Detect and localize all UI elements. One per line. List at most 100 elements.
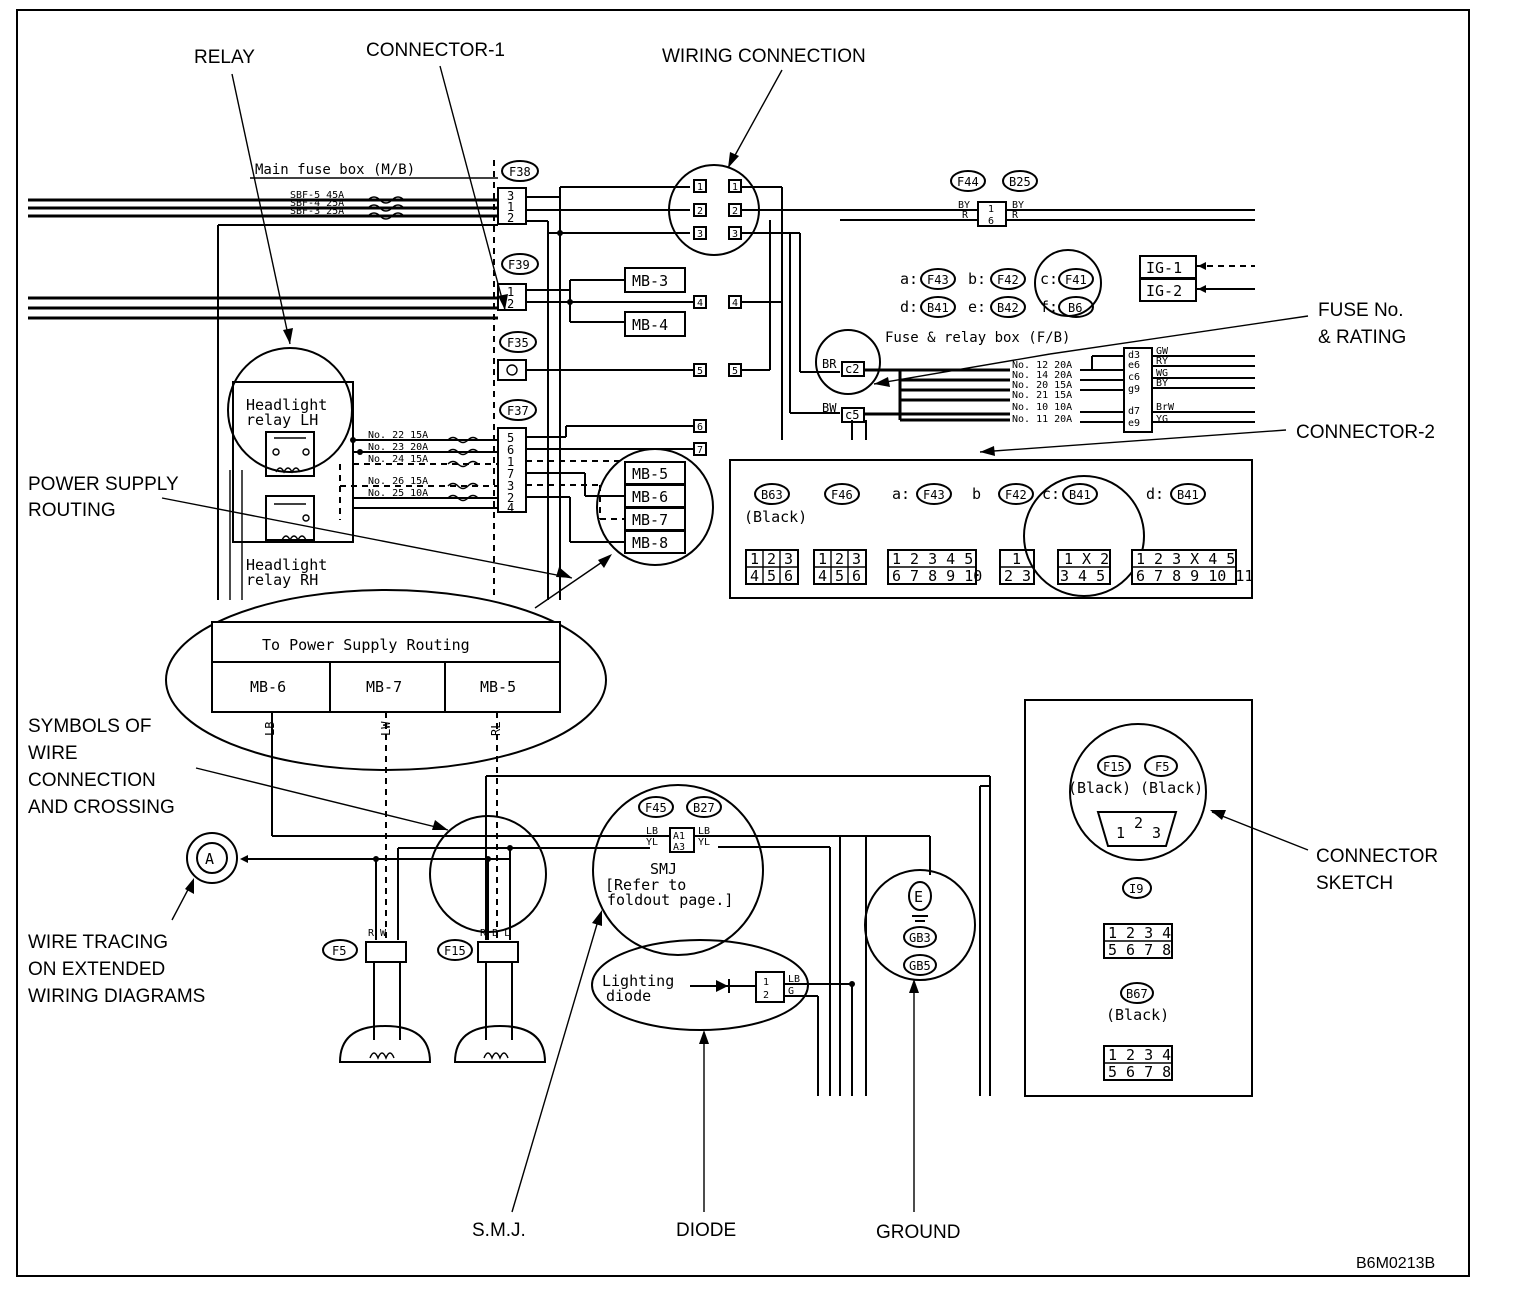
svg-text:d:: d:: [900, 298, 918, 316]
svg-text:1: 1: [763, 977, 769, 988]
svg-text:B41: B41: [1069, 488, 1091, 502]
smj-label: SMJ: [650, 860, 677, 878]
relay-lh-label-2: relay LH: [246, 411, 318, 429]
connector-sketch-f15-f5: F15 F5 (Black) (Black) 1 2 3: [1068, 755, 1203, 847]
connector-sketch-b41c: 1 X 2 3 4 5: [1057, 549, 1111, 585]
svg-text:No. 23 20A: No. 23 20A: [368, 442, 428, 453]
ground-symbol: E GB3 GB5: [903, 881, 937, 976]
svg-text:MB-7: MB-7: [366, 678, 402, 696]
svg-text:GB5: GB5: [909, 959, 931, 973]
connector-sketch-b41d: 1 2 3 X 4 5 6 7 8 9 10 11: [1131, 549, 1253, 585]
callout-wire-tracing-3: WIRING DIAGRAMS: [28, 986, 205, 1007]
svg-text:GW: GW: [1156, 346, 1169, 357]
svg-text:e6: e6: [1128, 360, 1140, 371]
callout-wiring-connection: WIRING CONNECTION: [662, 46, 866, 67]
svg-text:BY: BY: [1156, 378, 1168, 389]
mb-7-box: MB-7: [624, 507, 686, 531]
svg-text:No. 26 15A: No. 26 15A: [368, 476, 428, 487]
connector-f35: F35: [497, 331, 537, 381]
svg-text:2: 2: [732, 206, 738, 217]
svg-text:G: G: [788, 986, 794, 997]
svg-text:e:: e:: [968, 298, 986, 316]
svg-text:b:: b:: [968, 270, 986, 288]
svg-text:No. 25 10A: No. 25 10A: [368, 488, 428, 499]
svg-text:3: 3: [1152, 824, 1161, 842]
svg-text:3: 3: [507, 189, 514, 203]
svg-text:MB-4: MB-4: [632, 316, 668, 334]
svg-text:c:: c:: [1042, 485, 1060, 503]
svg-text:To Power Supply Routing: To Power Supply Routing: [262, 636, 470, 654]
callout-symbols-3: CONNECTION: [28, 770, 156, 791]
svg-text:R B L: R B L: [480, 928, 510, 939]
smj-note-1: [Refer to: [605, 876, 686, 894]
connector-sketch-panel: [1024, 699, 1253, 1097]
main-fuse-box-label: Main fuse box (M/B): [255, 162, 415, 178]
svg-text:d7: d7: [1128, 406, 1140, 417]
svg-text:No. 14 20A: No. 14 20A: [1012, 370, 1072, 381]
connector-strip: [729, 459, 1253, 599]
callout-routing: ROUTING: [28, 500, 116, 521]
svg-text:IG-2: IG-2: [1146, 282, 1182, 300]
svg-text:BrW: BrW: [1156, 402, 1175, 413]
svg-text:R W: R W: [368, 928, 387, 939]
svg-text:YL: YL: [646, 837, 658, 848]
svg-text:a:: a:: [900, 270, 918, 288]
wire-symbols-circle: [429, 815, 547, 933]
svg-text:MB-6: MB-6: [250, 678, 286, 696]
connector-f15-headlight: F15 R B L: [437, 928, 519, 963]
mb-8-box: MB-8: [624, 530, 686, 554]
fb-pin-labels: d3 e6 c6 g9 d7 e9: [1128, 350, 1140, 429]
svg-text:6 7 8 9 10 11: 6 7 8 9 10 11: [1136, 567, 1253, 585]
svg-text:5 6 7 8: 5 6 7 8: [1108, 941, 1171, 959]
svg-text:4: 4: [818, 567, 827, 585]
svg-text:c6: c6: [1128, 372, 1140, 383]
headlight-lh-bulb: [338, 1024, 432, 1063]
svg-text:7: 7: [697, 445, 703, 456]
callout-leaders: [161, 65, 1309, 1213]
svg-text:1: 1: [750, 550, 759, 568]
svg-text:LB: LB: [698, 826, 710, 837]
svg-text:BR: BR: [822, 357, 837, 371]
svg-text:LB: LB: [263, 722, 277, 736]
svg-text:2: 2: [507, 297, 514, 311]
figure-id: B6M0213B: [1356, 1255, 1435, 1272]
svg-text:MB-7: MB-7: [632, 511, 668, 529]
svg-text:BY: BY: [958, 200, 970, 211]
svg-text:MB-6: MB-6: [632, 488, 668, 506]
svg-text:B41: B41: [927, 301, 949, 315]
svg-text:(Black): (Black): [744, 508, 807, 526]
relay-rh-label-1: Headlight: [246, 556, 327, 574]
svg-text:e9: e9: [1128, 418, 1140, 429]
svg-text:3: 3: [784, 550, 793, 568]
svg-text:1: 1: [818, 550, 827, 568]
svg-text:c:: c:: [1040, 270, 1058, 288]
svg-text:F35: F35: [507, 336, 529, 350]
callout-wire-tracing-2: ON EXTENDED: [28, 959, 165, 980]
sbf-fuse-symbols: [367, 196, 405, 220]
svg-text:E: E: [914, 888, 923, 906]
svg-text:No. 20 15A: No. 20 15A: [1012, 380, 1072, 391]
svg-text:d3: d3: [1128, 350, 1140, 361]
svg-text:No. 22 15A: No. 22 15A: [368, 430, 428, 441]
relay-lh-label-1: Headlight: [246, 396, 327, 414]
svg-text:1: 1: [507, 285, 514, 299]
svg-text:6: 6: [697, 422, 703, 433]
svg-text:I9: I9: [1129, 882, 1143, 896]
fuse-relay-box-title: Fuse & relay box (F/B): [885, 330, 1070, 346]
ground-circle: [864, 869, 976, 981]
svg-text:RY: RY: [1156, 356, 1168, 367]
svg-text:f:: f:: [1040, 298, 1058, 316]
callout-relay: RELAY: [194, 47, 255, 68]
svg-text:BW: BW: [822, 401, 837, 415]
connector-f38: F38 3 1 2: [497, 160, 539, 225]
svg-text:F15: F15: [444, 944, 466, 958]
svg-text:c2: c2: [845, 362, 859, 376]
svg-text:F45: F45: [645, 801, 667, 815]
svg-text:YG: YG: [1156, 414, 1168, 425]
power-supply-circle: [596, 448, 714, 566]
svg-text:(Black): (Black): [1068, 779, 1131, 797]
mb-4-box: MB-4: [624, 311, 686, 337]
svg-text:5: 5: [835, 567, 844, 585]
